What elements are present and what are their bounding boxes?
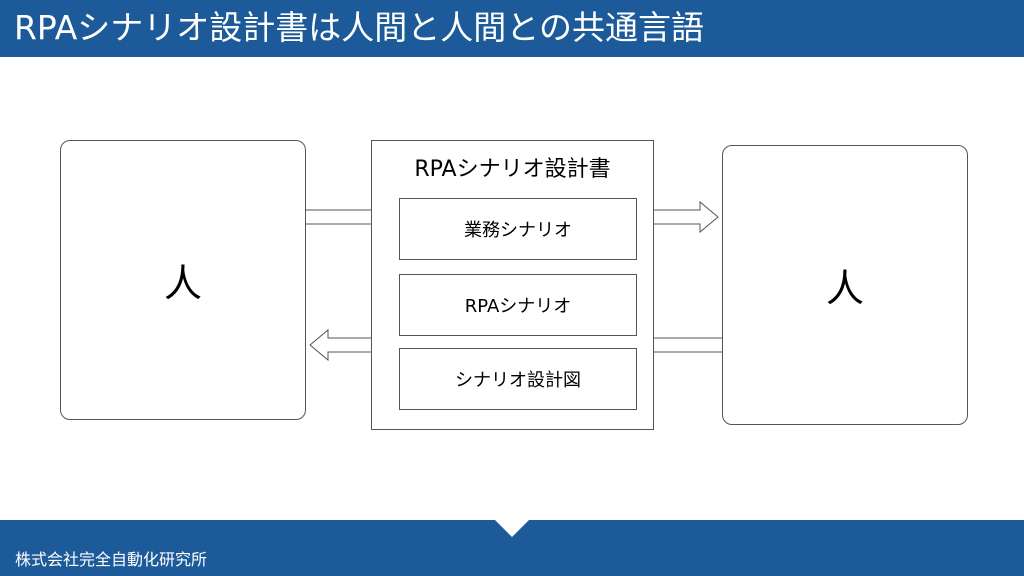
scenario-design-item: シナリオ設計図 bbox=[399, 348, 637, 410]
document-title: RPAシナリオ設計書 bbox=[414, 157, 611, 182]
left-person-label: 人 bbox=[163, 261, 202, 306]
slide-title: RPAシナリオ設計書は人間と人間との共通言語 bbox=[14, 8, 704, 47]
footer-notch bbox=[495, 520, 529, 537]
arrow-doc-to-left bbox=[309, 328, 372, 362]
arrow-doc-to-right bbox=[653, 200, 719, 234]
left-person-box: 人 bbox=[60, 140, 306, 420]
footer-bar: 株式会社完全自動化研究所 bbox=[0, 520, 1024, 576]
company-name: 株式会社完全自動化研究所 bbox=[15, 550, 208, 569]
scenario-document-box: RPAシナリオ設計書 業務シナリオ RPAシナリオ シナリオ設計図 bbox=[371, 140, 654, 430]
right-person-label: 人 bbox=[825, 266, 864, 311]
business-scenario-item: 業務シナリオ bbox=[399, 198, 637, 260]
rpa-scenario-item: RPAシナリオ bbox=[399, 274, 637, 336]
header-bar: RPAシナリオ設計書は人間と人間との共通言語 bbox=[0, 0, 1024, 57]
right-person-box: 人 bbox=[722, 145, 968, 425]
arrow-left-to-doc bbox=[305, 209, 372, 225]
arrow-right-to-doc bbox=[653, 337, 722, 353]
